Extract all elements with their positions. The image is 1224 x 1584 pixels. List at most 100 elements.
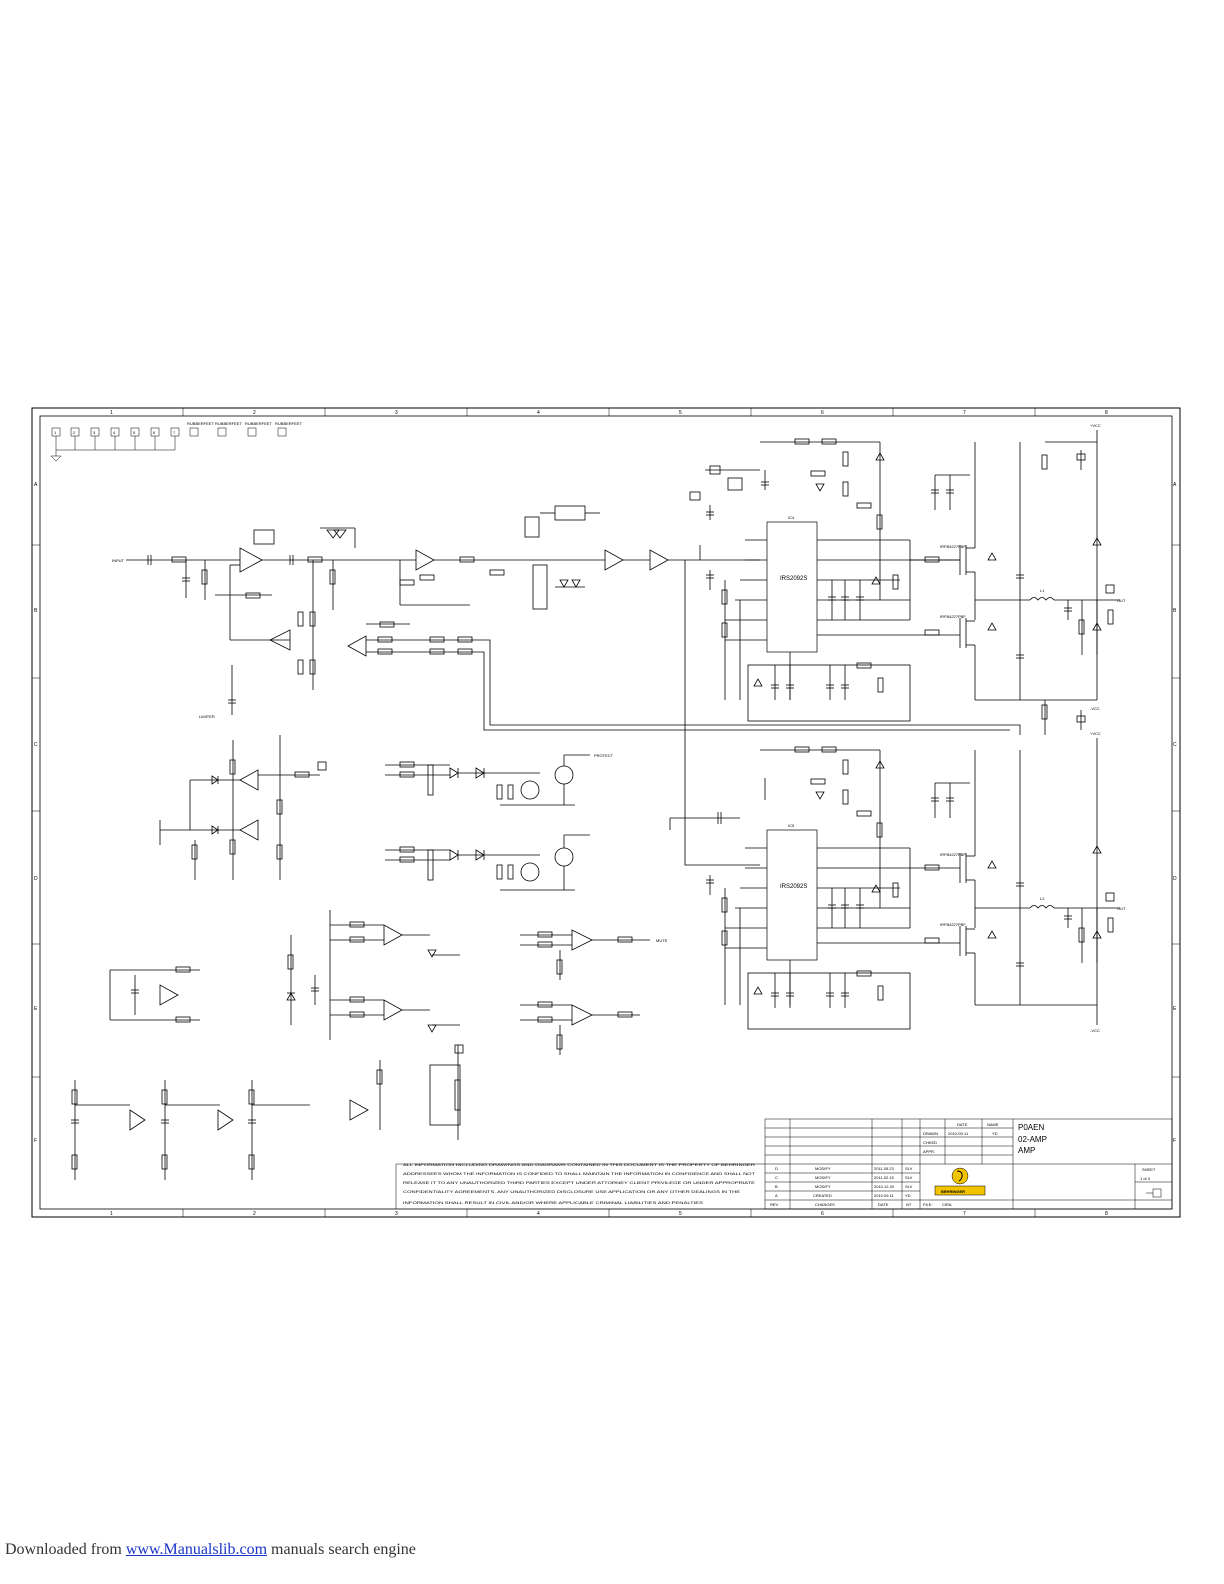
col-label: 2: [253, 410, 256, 416]
amp2-out: OUT: [1117, 906, 1126, 911]
row-drawn-name: YD: [992, 1131, 998, 1136]
rev-a-change: CREATED: [813, 1193, 832, 1198]
rev-c-change: MODIFY: [815, 1175, 831, 1180]
col-label: 1: [110, 1211, 113, 1217]
pin-label: 7: [173, 430, 176, 435]
amp2-mosfet-lo: IRFB4227PBF: [940, 922, 966, 927]
connector-pins: 1 2 3 4 5 6 7 RUBBERFEET RUBBERFEET RUBB…: [50, 421, 302, 462]
rev-c: C: [775, 1175, 778, 1180]
row-label: C: [1173, 742, 1177, 748]
rev-header-file: FILE:: [923, 1202, 933, 1207]
amp1-rail-pos: +VCC: [1090, 423, 1101, 428]
col-label: 4: [537, 1211, 540, 1217]
amp2-mosfet-hi: IRFB4227PBF: [940, 852, 966, 857]
rev-header-file-value: CIRA: [942, 1202, 952, 1207]
column-labels-bottom: 1 2 3 4 5 6 7 8: [110, 1211, 1108, 1217]
mute-label: MUTE: [656, 938, 668, 943]
row-labels-right: A B C D E F: [1173, 482, 1177, 1144]
rev-c-name: SLV: [905, 1175, 913, 1180]
rev-b-name: SLV: [905, 1184, 913, 1189]
amp1-ic: [766, 521, 818, 653]
col-date: DATE: [957, 1122, 968, 1127]
row-label: B: [1173, 608, 1177, 614]
row-label: C: [34, 742, 38, 748]
download-footer: Downloaded from www.Manualslib.com manua…: [5, 1541, 416, 1559]
col-label: 1: [110, 410, 113, 416]
amp1-mosfet-hi: IRFB4227PBF: [940, 544, 966, 549]
power-section: [71, 966, 464, 1180]
rev-a: A: [775, 1193, 778, 1198]
col-label: 8: [1105, 1211, 1108, 1217]
pin-label: 3: [93, 430, 96, 435]
footer-suffix: manuals search engine: [267, 1541, 416, 1558]
amplifier-1: IRS2092S IC4 IRFB4227PBF IRFB4227PBF L1 …: [689, 423, 1126, 735]
column-labels-top: 1 2 3 4 5 6 7 8: [110, 410, 1108, 416]
col-label: 3: [395, 410, 398, 416]
amp1-out: OUT: [1117, 598, 1126, 603]
projection-symbol: [1146, 1188, 1162, 1198]
disclaimer-line: ADDRESSEES WHOM THE INFORMATION IS CONFI…: [403, 1171, 756, 1176]
title-block: ALL INFORMATION INCLUDING DRAWINGS AND D…: [395, 1118, 1173, 1210]
col-label: 2: [253, 1211, 256, 1217]
bus-wires: [480, 545, 1021, 866]
row-label: D: [34, 876, 38, 882]
col-label: 3: [395, 1211, 398, 1217]
title-line-3: AMP: [1018, 1146, 1035, 1155]
rev-b-date: 2010.12.20: [874, 1184, 895, 1189]
limiter-section: [159, 735, 327, 880]
disclaimer-line: CONFIDENTIALITY AGREEMENTS. ANY UNAUTHOR…: [403, 1189, 740, 1194]
row-label: F: [34, 1138, 37, 1144]
sheet-label: SHEET: [1142, 1167, 1156, 1172]
amp1-inductor: L1: [1040, 588, 1045, 593]
pin-label: 5: [133, 430, 136, 435]
inner-frame: [39, 415, 1173, 1210]
amp1-ic-label: IRS2092S: [780, 576, 807, 582]
input-label: INPUT: [112, 558, 125, 563]
title-line-1: P0AEN: [1018, 1123, 1044, 1132]
rev-header-nt: NT: [906, 1202, 912, 1207]
rev-header-date: DATE: [878, 1202, 889, 1207]
row-label: F: [1173, 1138, 1176, 1144]
brand-logo: BEHRINGER: [934, 1167, 986, 1196]
amp2-ic-ref: IC5: [788, 823, 795, 828]
amp2-rail-neg: -VCC: [1090, 1028, 1100, 1033]
rev-c-date: 2011.02.15: [874, 1175, 894, 1180]
rubber-feet-label: RUBBERFEET: [187, 421, 214, 426]
amp2-ic: [766, 829, 818, 961]
row-drawn-date: 2010-09-11: [948, 1131, 969, 1136]
rev-a-date: 2010.09.11: [874, 1193, 894, 1198]
row-label: A: [1173, 482, 1177, 488]
row-appr-label: APPR.: [923, 1149, 935, 1154]
manualslib-link[interactable]: www.Manualslib.com: [125, 1541, 268, 1558]
amp1-rail-neg: -VCC: [1090, 706, 1100, 711]
rev-d-date: 2011.05.23: [874, 1166, 894, 1171]
amp1-ic-ref: IC4: [788, 515, 795, 520]
rev-header-changes: CHANGES: [815, 1202, 835, 1207]
sheet-value: 1 of 3: [1140, 1176, 1151, 1181]
footer-prefix: Downloaded from: [5, 1541, 126, 1558]
rev-b-change: MODIFY: [815, 1184, 831, 1189]
amp2-inductor: L2: [1040, 896, 1045, 901]
pin-label: 6: [153, 430, 156, 435]
row-label: E: [1173, 1006, 1177, 1012]
disclaimer-line: INFORMATION SHALL RESULT IN CIVIL AND/OR…: [403, 1200, 703, 1205]
col-label: 7: [963, 1211, 966, 1217]
outer-frame: [31, 407, 1181, 1218]
title-line-2: 02-AMP: [1018, 1135, 1047, 1144]
disclaimer-line: ALL INFORMATION INCLUDING DRAWINGS AND D…: [403, 1162, 755, 1167]
col-label: 6: [821, 1211, 824, 1217]
column-dividers: [32, 408, 1180, 1217]
rev-a-name: YD: [905, 1193, 911, 1198]
col-label: 6: [821, 410, 824, 416]
col-label: 7: [963, 410, 966, 416]
row-label: A: [34, 482, 38, 488]
rubber-feet-label: RUBBERFEET: [275, 421, 302, 426]
input-stage: [126, 505, 760, 715]
rev-b: B: [775, 1184, 778, 1189]
rev-d: D: [775, 1166, 778, 1171]
protect-label: PROTECT: [594, 753, 614, 758]
col-name: NAME: [987, 1122, 999, 1127]
rev-d-change: MODIFY: [815, 1166, 831, 1171]
row-label: B: [34, 608, 38, 614]
